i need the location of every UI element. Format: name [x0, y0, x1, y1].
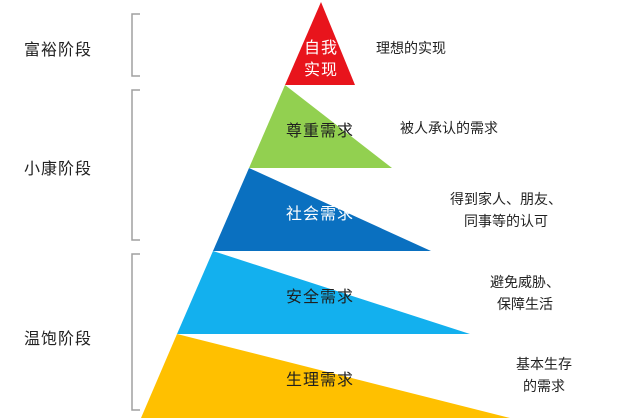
tier-3-label: 社会需求 [270, 203, 370, 225]
tier-5-label: 生理需求 [270, 369, 370, 391]
bracket-subsistence [131, 253, 140, 411]
tier-4-description-line-2: 保障生活 [497, 297, 553, 313]
tier-5-label-line-1: 生理需求 [285, 370, 354, 389]
tier-4-label-line-1: 安全需求 [285, 287, 354, 306]
tier-4-description-line-1: 避免威胁、 [490, 275, 560, 291]
tier-2-label-line-1: 尊重需求 [285, 121, 354, 140]
bracket-wealthy [131, 13, 140, 77]
tier-5-description: 基本生存 的需求 [494, 354, 594, 398]
tier-2-description-line-1: 被人承认的需求 [400, 121, 498, 137]
tier-3-band [213, 168, 431, 251]
tier-2-band [249, 85, 392, 168]
tier-5-band [141, 334, 510, 418]
stage-label-moderate: 小康阶段 [24, 159, 93, 178]
bracket-moderate [131, 89, 140, 241]
tier-3-description-line-1: 得到家人、朋友、 [450, 192, 562, 208]
stage-label-wealthy: 富裕阶段 [24, 40, 93, 59]
tier-4-description: 避免威胁、 保障生活 [470, 272, 580, 316]
tier-1-band [285, 2, 355, 85]
tier-3-description-line-2: 同事等的认可 [464, 214, 548, 230]
tier-3-description: 得到家人、朋友、 同事等的认可 [436, 189, 576, 233]
stage-label-subsistence: 温饱阶段 [24, 329, 93, 348]
tier-1-description-line-1: 理想的实现 [376, 41, 446, 57]
tier-1-label: 自我 实现 [291, 37, 351, 81]
tier-1-label-line-1: 自我 [303, 38, 338, 57]
tier-1-description: 理想的实现 [376, 38, 446, 60]
tier-2-description: 被人承认的需求 [400, 118, 498, 140]
tier-5-description-line-2: 的需求 [523, 379, 565, 395]
tier-3-label-line-1: 社会需求 [285, 204, 354, 223]
tier-4-band [177, 251, 470, 334]
tier-1-label-line-2: 实现 [303, 60, 338, 79]
tier-4-label: 安全需求 [270, 286, 370, 308]
tier-5-description-line-1: 基本生存 [516, 357, 572, 373]
tier-2-label: 尊重需求 [270, 120, 370, 142]
